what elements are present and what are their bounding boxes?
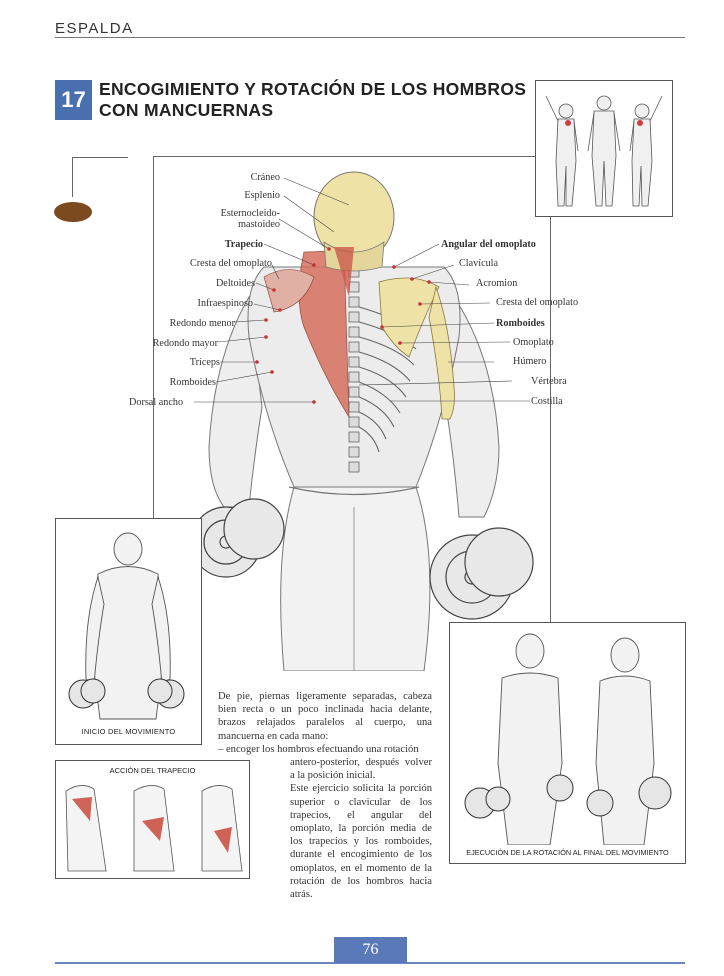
page-number: 76: [334, 937, 407, 963]
trapezius-action-caption: ACCIÓN DEL TRAPECIO: [109, 766, 196, 775]
start-position-caption: INICIO DEL MOVIMIENTO: [81, 727, 176, 736]
label-trapecio: Trapecio: [224, 239, 263, 250]
description-paragraph-2: Este ejercicio solicita la porción super…: [290, 783, 432, 901]
label-clavicula: Clavícula: [459, 258, 499, 269]
label-romboides-left: Romboides: [169, 377, 216, 388]
main-anatomy-illustration: [190, 171, 534, 671]
label-redondo-menor: Redondo menor: [169, 318, 235, 329]
label-omoplato: Omoplato: [513, 337, 554, 348]
rotation-caption: EJECUCIÓN DE LA ROTACIÓN AL FINAL DEL MO…: [466, 848, 669, 857]
label-vertebra: Vértebra: [531, 376, 567, 387]
label-esternocleidomastoideo-2: mastoideo: [238, 219, 280, 230]
label-cresta-omoplato-left: Cresta del omoplato: [189, 258, 272, 269]
muscle-location-thumbnail: [535, 80, 673, 217]
start-position-illustration: [55, 518, 202, 745]
label-angular-omoplato: Angular del omoplato: [441, 239, 536, 250]
description-paragraph-1: De pie, piernas ligeramente separadas, c…: [218, 691, 432, 742]
side-tab-rule-vertical: [72, 157, 73, 197]
three-figures-illustration: [545, 95, 663, 207]
label-humero: Húmero: [513, 356, 547, 367]
exercise-title-line-2: CON MANCUERNAS: [99, 100, 274, 120]
rotation-illustration: [449, 622, 686, 864]
exercise-title-line-1: ENCOGIMIENTO Y ROTACIÓN DE LOS HOMBROS: [99, 79, 527, 99]
label-esplenio: Esplenio: [244, 190, 280, 201]
label-deltoides: Deltoides: [215, 278, 255, 289]
label-craneo: Cráneo: [250, 172, 280, 183]
main-illustration-frame: [153, 156, 551, 671]
exercise-title: ENCOGIMIENTO Y ROTACIÓN DE LOS HOMBROS C…: [99, 79, 526, 121]
label-dorsal-ancho: Dorsal ancho: [129, 397, 184, 408]
trapezius-action-illustration: [55, 760, 250, 879]
exercise-number-badge: 17: [55, 80, 92, 120]
trapezius-action-figures: [65, 785, 243, 872]
label-infraespinoso: Infraespinoso: [197, 298, 253, 309]
description-step-1-continued: antero-posterior, después volver a la po…: [290, 757, 432, 782]
exercise-description: De pie, piernas ligeramente separadas, c…: [218, 690, 432, 901]
page-footer-rule: [55, 962, 685, 964]
label-costilla: Costilla: [531, 396, 563, 407]
label-esternocleidomastoideo-1: Esternocleido-: [220, 208, 280, 219]
description-step-1: – encoger los hombros efectuando una rot…: [218, 743, 419, 755]
section-header: ESPALDA: [55, 20, 134, 37]
section-rule: [55, 37, 685, 38]
label-cresta-omoplato-right: Cresta del omoplato: [496, 297, 579, 308]
label-acromion: Acromion: [476, 278, 518, 289]
side-tab-rule: [72, 157, 128, 158]
bullet-oval: [54, 202, 92, 222]
label-romboides-right: Romboides: [496, 318, 545, 329]
label-redondo-mayor: Redondo mayor: [152, 338, 218, 349]
rotation-figures: [464, 633, 672, 846]
label-triceps: Tríceps: [189, 357, 220, 368]
start-position-figure: [68, 532, 185, 720]
